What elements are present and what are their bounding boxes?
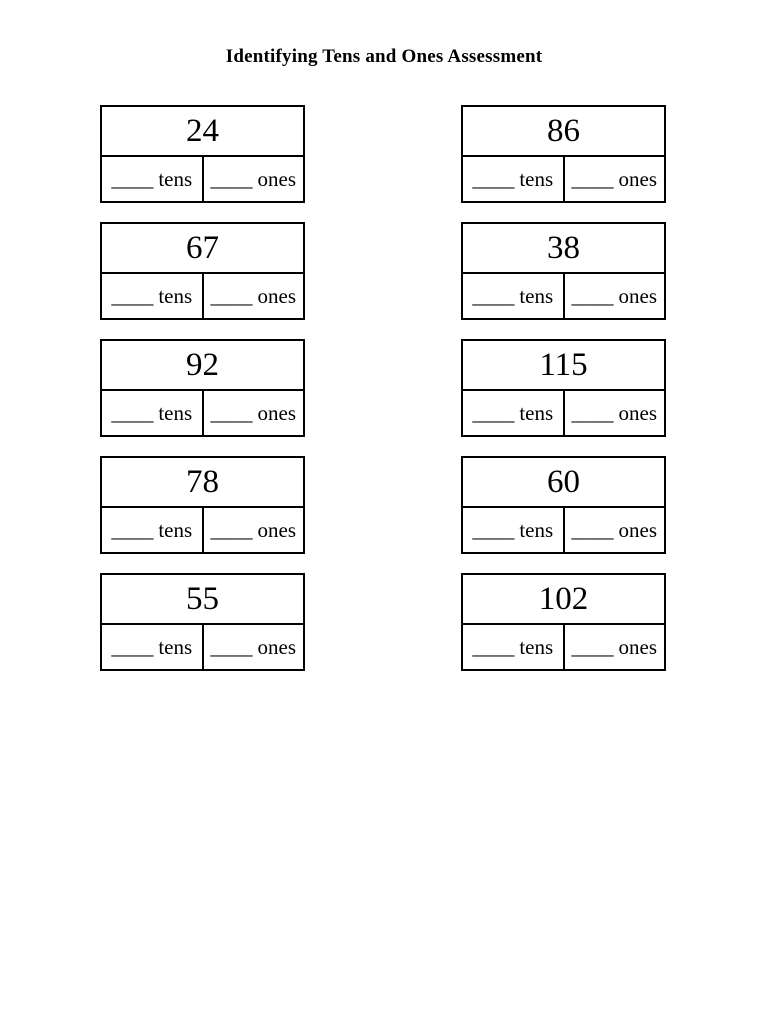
ones-cell: ____ones [204,157,304,201]
tens-blank-line: ____ [472,166,515,191]
tens-cell: ____tens [102,508,204,552]
tens-blank-line: ____ [111,283,154,308]
tens-label: tens [519,517,554,542]
tens-label: tens [158,634,193,659]
ones-blank-line: ____ [210,400,253,425]
problem-card: 55 ____tens ____ones [100,573,305,671]
tens-cell: ____tens [102,625,204,669]
tens-blank-line: ____ [111,400,154,425]
answer-row: ____tens ____ones [463,274,664,318]
ones-cell: ____ones [204,274,304,318]
problem-number: 115 [463,341,664,391]
ones-label: ones [257,166,297,191]
ones-cell: ____ones [565,391,665,435]
ones-cell: ____ones [565,625,665,669]
answer-row: ____tens ____ones [102,391,303,435]
problem-number: 67 [102,224,303,274]
answer-row: ____tens ____ones [463,625,664,669]
ones-cell: ____ones [565,157,665,201]
tens-label: tens [158,166,193,191]
tens-cell: ____tens [102,157,204,201]
answer-row: ____tens ____ones [463,157,664,201]
tens-blank-line: ____ [111,517,154,542]
ones-label: ones [257,283,297,308]
ones-blank-line: ____ [571,283,614,308]
problem-card: 92 ____tens ____ones [100,339,305,437]
answer-row: ____tens ____ones [102,274,303,318]
problem-card: 24 ____tens ____ones [100,105,305,203]
ones-blank-line: ____ [571,400,614,425]
ones-blank-line: ____ [210,634,253,659]
ones-cell: ____ones [204,508,304,552]
tens-label: tens [519,400,554,425]
ones-cell: ____ones [204,391,304,435]
answer-row: ____tens ____ones [102,157,303,201]
tens-cell: ____tens [463,274,565,318]
ones-label: ones [257,400,297,425]
tens-label: tens [158,400,193,425]
problem-number: 55 [102,575,303,625]
ones-cell: ____ones [565,274,665,318]
tens-cell: ____tens [102,274,204,318]
ones-label: ones [618,517,658,542]
ones-blank-line: ____ [571,517,614,542]
tens-blank-line: ____ [472,283,515,308]
ones-label: ones [257,517,297,542]
answer-row: ____tens ____ones [463,391,664,435]
tens-blank-line: ____ [111,166,154,191]
tens-cell: ____tens [463,508,565,552]
problem-card: 67 ____tens ____ones [100,222,305,320]
tens-cell: ____tens [463,391,565,435]
problem-number: 38 [463,224,664,274]
ones-blank-line: ____ [210,283,253,308]
answer-row: ____tens ____ones [463,508,664,552]
tens-label: tens [158,517,193,542]
problems-grid: 24 ____tens ____ones 86 ____tens ____one… [100,105,666,671]
tens-blank-line: ____ [472,400,515,425]
ones-cell: ____ones [204,625,304,669]
ones-label: ones [618,166,658,191]
tens-label: tens [519,634,554,659]
tens-cell: ____tens [463,157,565,201]
page-title: Identifying Tens and Ones Assessment [225,46,543,67]
problem-number: 60 [463,458,664,508]
ones-blank-line: ____ [210,166,253,191]
tens-blank-line: ____ [472,634,515,659]
ones-blank-line: ____ [571,166,614,191]
ones-label: ones [618,634,658,659]
problem-number: 102 [463,575,664,625]
problem-number: 78 [102,458,303,508]
tens-blank-line: ____ [472,517,515,542]
problem-card: 38 ____tens ____ones [461,222,666,320]
tens-label: tens [519,166,554,191]
problem-card: 60 ____tens ____ones [461,456,666,554]
tens-cell: ____tens [463,625,565,669]
tens-blank-line: ____ [111,634,154,659]
ones-label: ones [257,634,297,659]
problem-card: 102 ____tens ____ones [461,573,666,671]
answer-row: ____tens ____ones [102,508,303,552]
tens-cell: ____tens [102,391,204,435]
problem-number: 24 [102,107,303,157]
ones-blank-line: ____ [571,634,614,659]
ones-label: ones [618,400,658,425]
tens-label: tens [158,283,193,308]
problem-number: 92 [102,341,303,391]
problem-card: 78 ____tens ____ones [100,456,305,554]
tens-label: tens [519,283,554,308]
ones-cell: ____ones [565,508,665,552]
problem-card: 115 ____tens ____ones [461,339,666,437]
answer-row: ____tens ____ones [102,625,303,669]
ones-blank-line: ____ [210,517,253,542]
problem-number: 86 [463,107,664,157]
problem-card: 86 ____tens ____ones [461,105,666,203]
ones-label: ones [618,283,658,308]
